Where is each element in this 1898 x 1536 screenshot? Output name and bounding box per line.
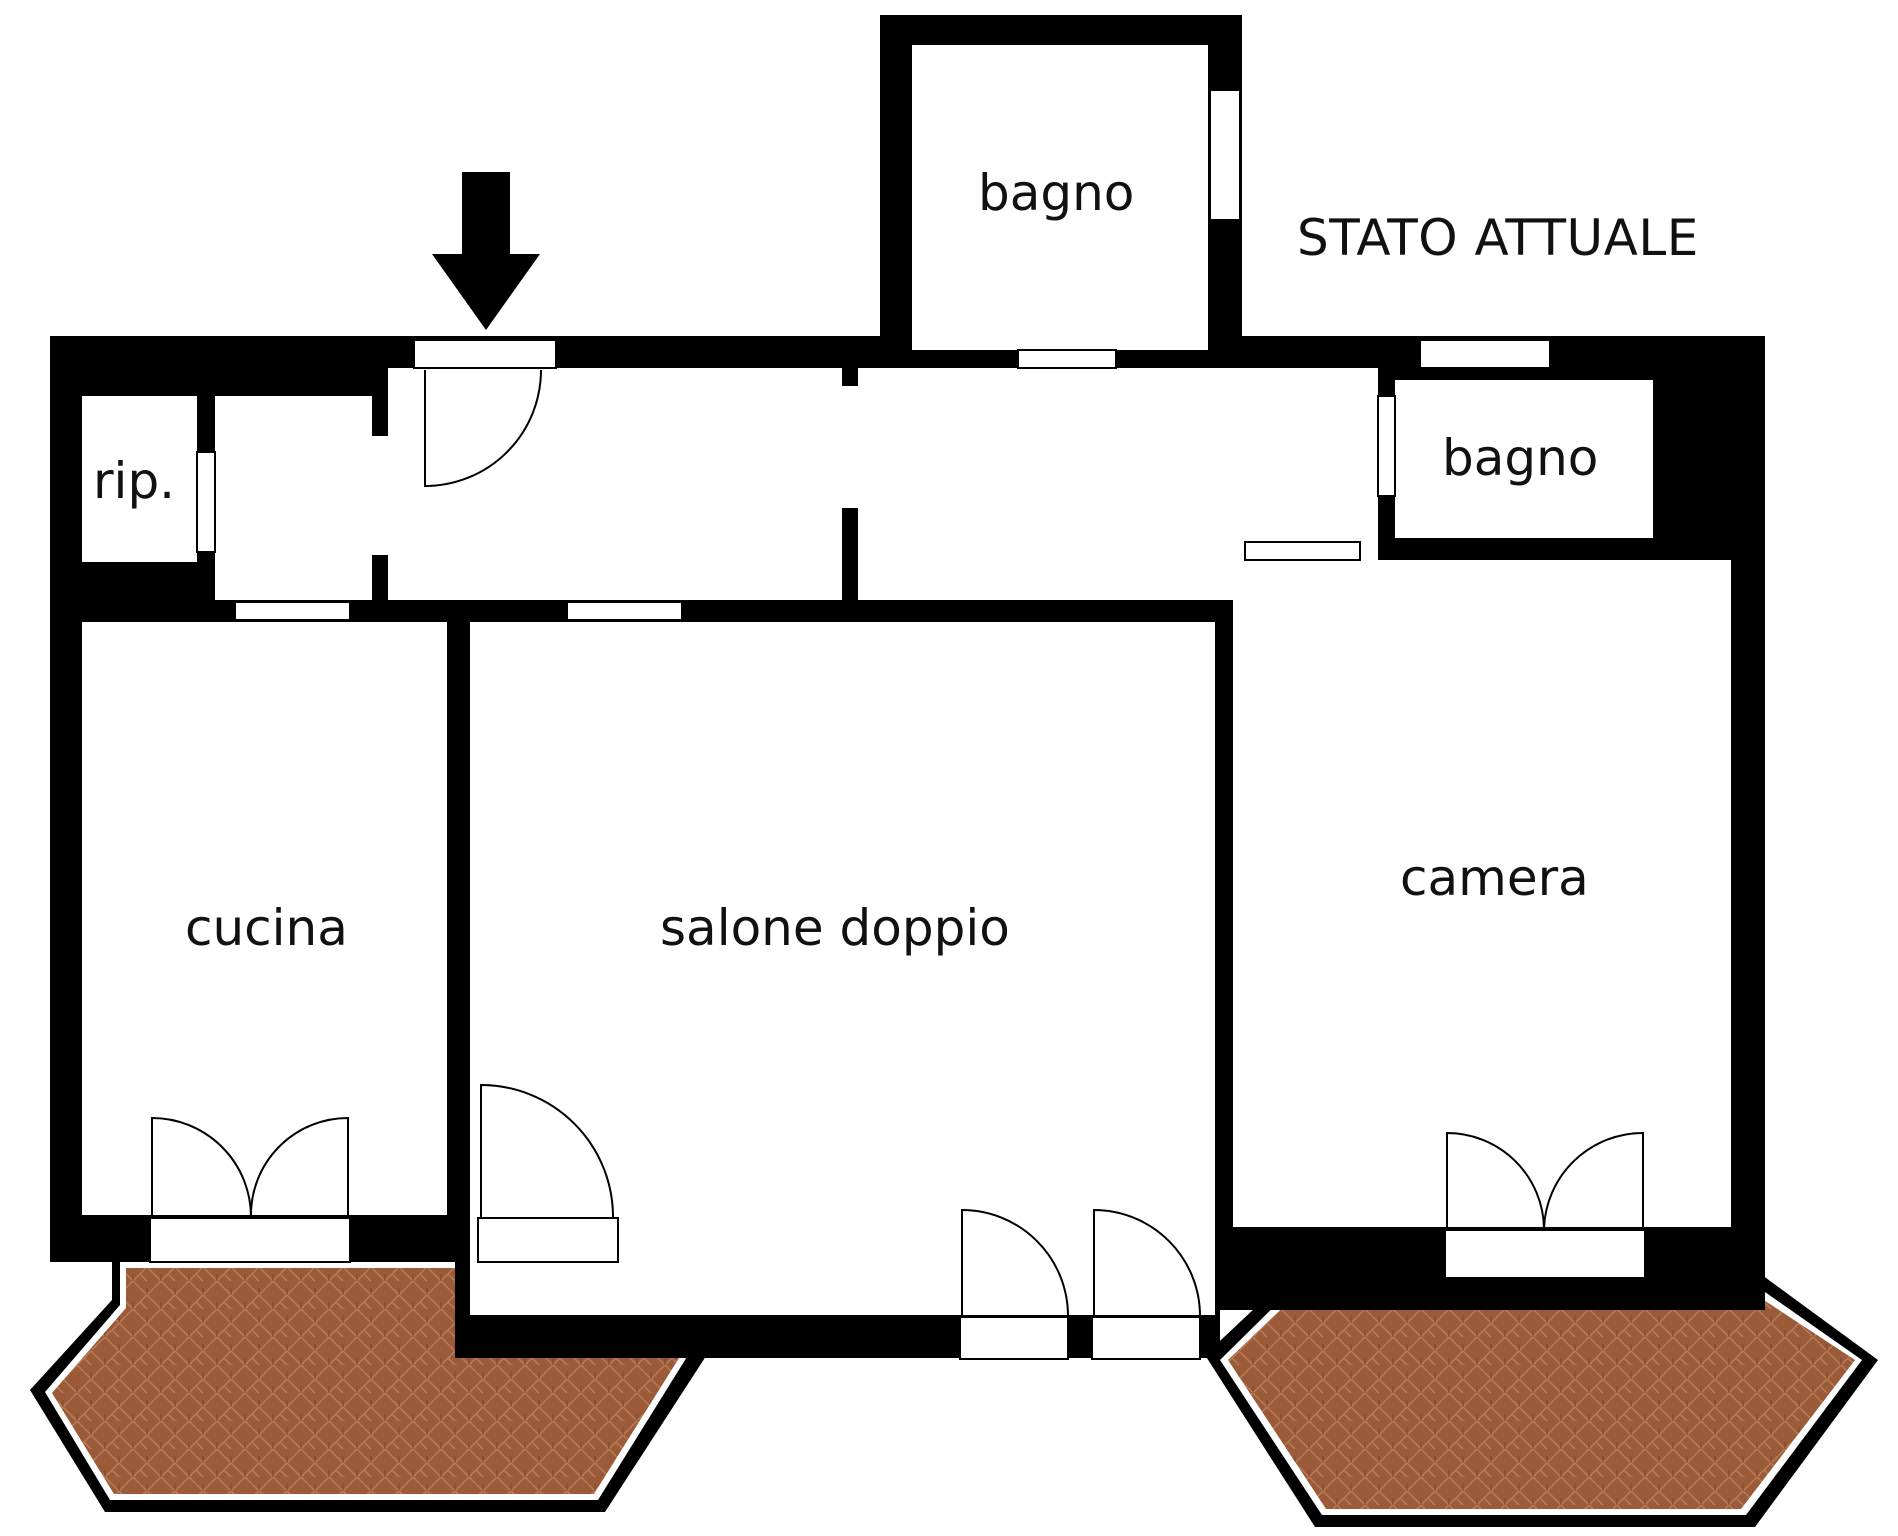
floor-salone — [470, 622, 1215, 1315]
floor-bagno-right — [1395, 380, 1653, 538]
room-label-bagno-top: bagno — [978, 164, 1134, 222]
window-salone-bottom-1 — [959, 1316, 1069, 1360]
door-bagno-top — [1017, 349, 1117, 369]
floor-entry — [215, 396, 395, 600]
room-label-cucina: cucina — [185, 899, 348, 957]
arrow-down-icon — [432, 172, 540, 330]
door-bagno-right — [1377, 395, 1396, 497]
floor-corridor — [388, 368, 1378, 600]
rooms — [82, 45, 1731, 1315]
terrace-right — [1205, 1275, 1878, 1527]
door-swing-camera-left — [1446, 1131, 1545, 1229]
door-swing-camera-right — [1543, 1131, 1644, 1229]
wall-stub — [842, 508, 858, 600]
window-bagno-right — [1419, 339, 1551, 369]
window-cucina — [149, 1217, 351, 1263]
entrance-door-opening — [413, 339, 557, 369]
wall-stub — [842, 368, 858, 386]
door-camera — [1244, 541, 1361, 561]
room-label-rip: rip. — [93, 452, 175, 510]
door-salone — [566, 601, 683, 621]
door-cucina — [234, 601, 351, 621]
floor-cucina — [82, 622, 447, 1215]
door-swing-entrance — [424, 369, 542, 488]
floor-camera — [1233, 560, 1731, 1227]
window-bagno-top — [1209, 89, 1241, 221]
window-salone-left — [477, 1217, 619, 1263]
floor-bagno-top — [912, 45, 1208, 350]
room-label-camera: camera — [1400, 849, 1589, 907]
door-swing-cucina-left — [151, 1116, 252, 1218]
window-salone-bottom-2 — [1091, 1316, 1201, 1360]
door-swing-salone-bottom-1 — [961, 1208, 1069, 1317]
door-swing-salone-bottom-2 — [1093, 1208, 1201, 1317]
room-label-bagno-right: bagno — [1442, 429, 1598, 487]
window-camera — [1444, 1229, 1646, 1279]
openings — [149, 89, 1646, 1360]
door-swing-cucina-right — [249, 1116, 349, 1218]
wall-stub — [372, 368, 388, 436]
door-swing-salone-left — [480, 1083, 614, 1218]
room-label-salone: salone doppio — [660, 899, 1010, 957]
door-swings — [151, 369, 1644, 1317]
plan-title: STATO ATTUALE — [1297, 209, 1699, 267]
wall-stub — [372, 555, 388, 600]
floor-rip — [82, 396, 197, 562]
door-rip — [196, 451, 216, 553]
